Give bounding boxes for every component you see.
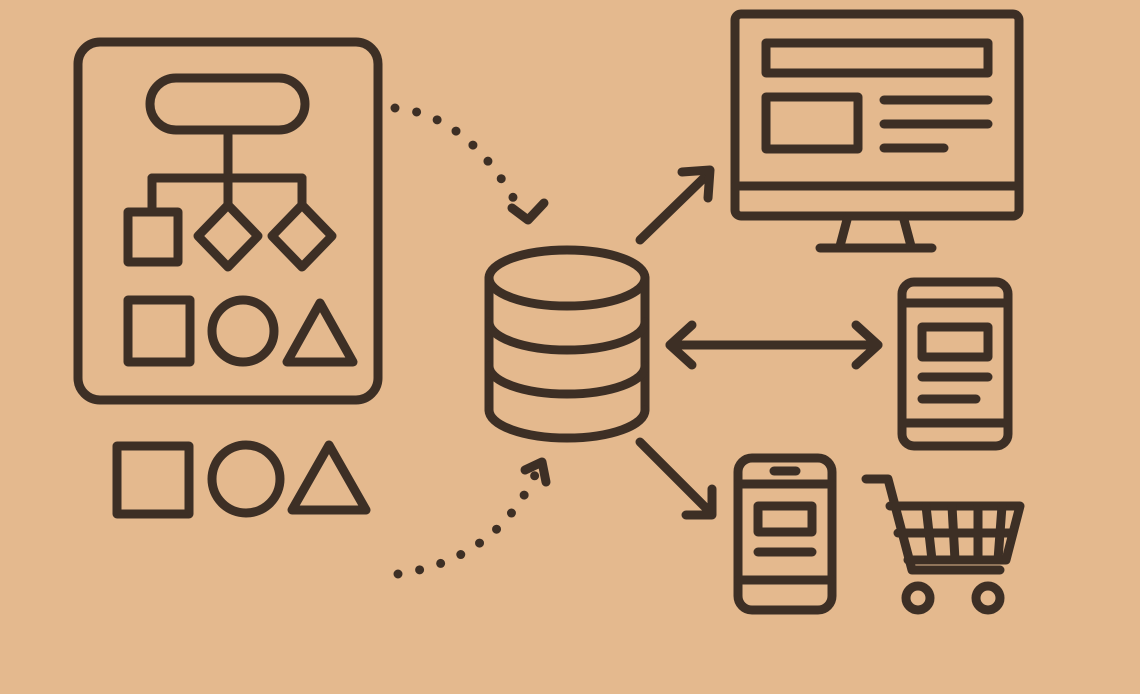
- flowchart-icon: [123, 73, 337, 272]
- dotted-curve: [393, 470, 540, 579]
- arrow-shaft: [635, 169, 713, 245]
- database-ring: [484, 361, 650, 399]
- monitor-stand-right: [898, 211, 916, 251]
- cart-grid-line: [947, 501, 960, 565]
- arrow-shaft: [635, 437, 715, 517]
- shopping-cart-icon: [861, 474, 1025, 615]
- desktop-monitor-icon: [730, 9, 1024, 253]
- arrow-head: [677, 165, 715, 203]
- database-icon: [484, 245, 650, 443]
- arrow-to-phone: [635, 437, 717, 520]
- arrow-to-desktop: [635, 165, 715, 245]
- dotted-connector-top: [390, 103, 549, 225]
- circle-icon: [207, 295, 279, 367]
- triangle-icon: [282, 298, 358, 367]
- phone-frame: [733, 453, 837, 615]
- dotted-curve: [390, 103, 525, 215]
- arrow-head: [507, 198, 549, 225]
- flowchart-root-node: [145, 73, 310, 135]
- double-arrow-to-tablet: [665, 320, 883, 370]
- tablet-frame: [897, 277, 1013, 451]
- arrow-head: [520, 457, 551, 487]
- monitor-header-bar: [761, 38, 993, 78]
- phone-image-block: [753, 501, 817, 537]
- circle-icon: [207, 440, 285, 518]
- cart-wheel: [971, 581, 1005, 615]
- smartphone-icon: [733, 453, 837, 615]
- cart-grid-line: [921, 501, 937, 565]
- flowchart-diamond-node: [193, 200, 263, 272]
- arrow-head: [681, 484, 717, 520]
- source-panel-frame: [73, 37, 383, 405]
- cart-grid-line: [993, 501, 1007, 565]
- triangle-icon: [287, 440, 371, 515]
- database-ring: [484, 317, 650, 355]
- square-icon: [123, 295, 195, 367]
- flowchart-diamond-node: [267, 200, 337, 272]
- database-top: [484, 245, 650, 311]
- cart-handle-body: [861, 474, 1005, 575]
- arrow-head: [665, 320, 697, 370]
- square-icon: [112, 441, 194, 519]
- shapes-row: [112, 440, 371, 519]
- monitor-stand-left: [835, 211, 853, 251]
- tablet-image-block: [917, 322, 993, 362]
- cart-wheel: [901, 581, 935, 615]
- monitor-image-block: [761, 92, 863, 154]
- dotted-connector-bottom: [393, 457, 551, 579]
- monitor-frame: [730, 9, 1024, 221]
- database-bottom: [484, 405, 650, 443]
- flowchart-square-node: [123, 207, 183, 267]
- arrow-head: [851, 320, 883, 370]
- tablet-icon: [897, 277, 1013, 451]
- design-document-icon: [73, 37, 383, 405]
